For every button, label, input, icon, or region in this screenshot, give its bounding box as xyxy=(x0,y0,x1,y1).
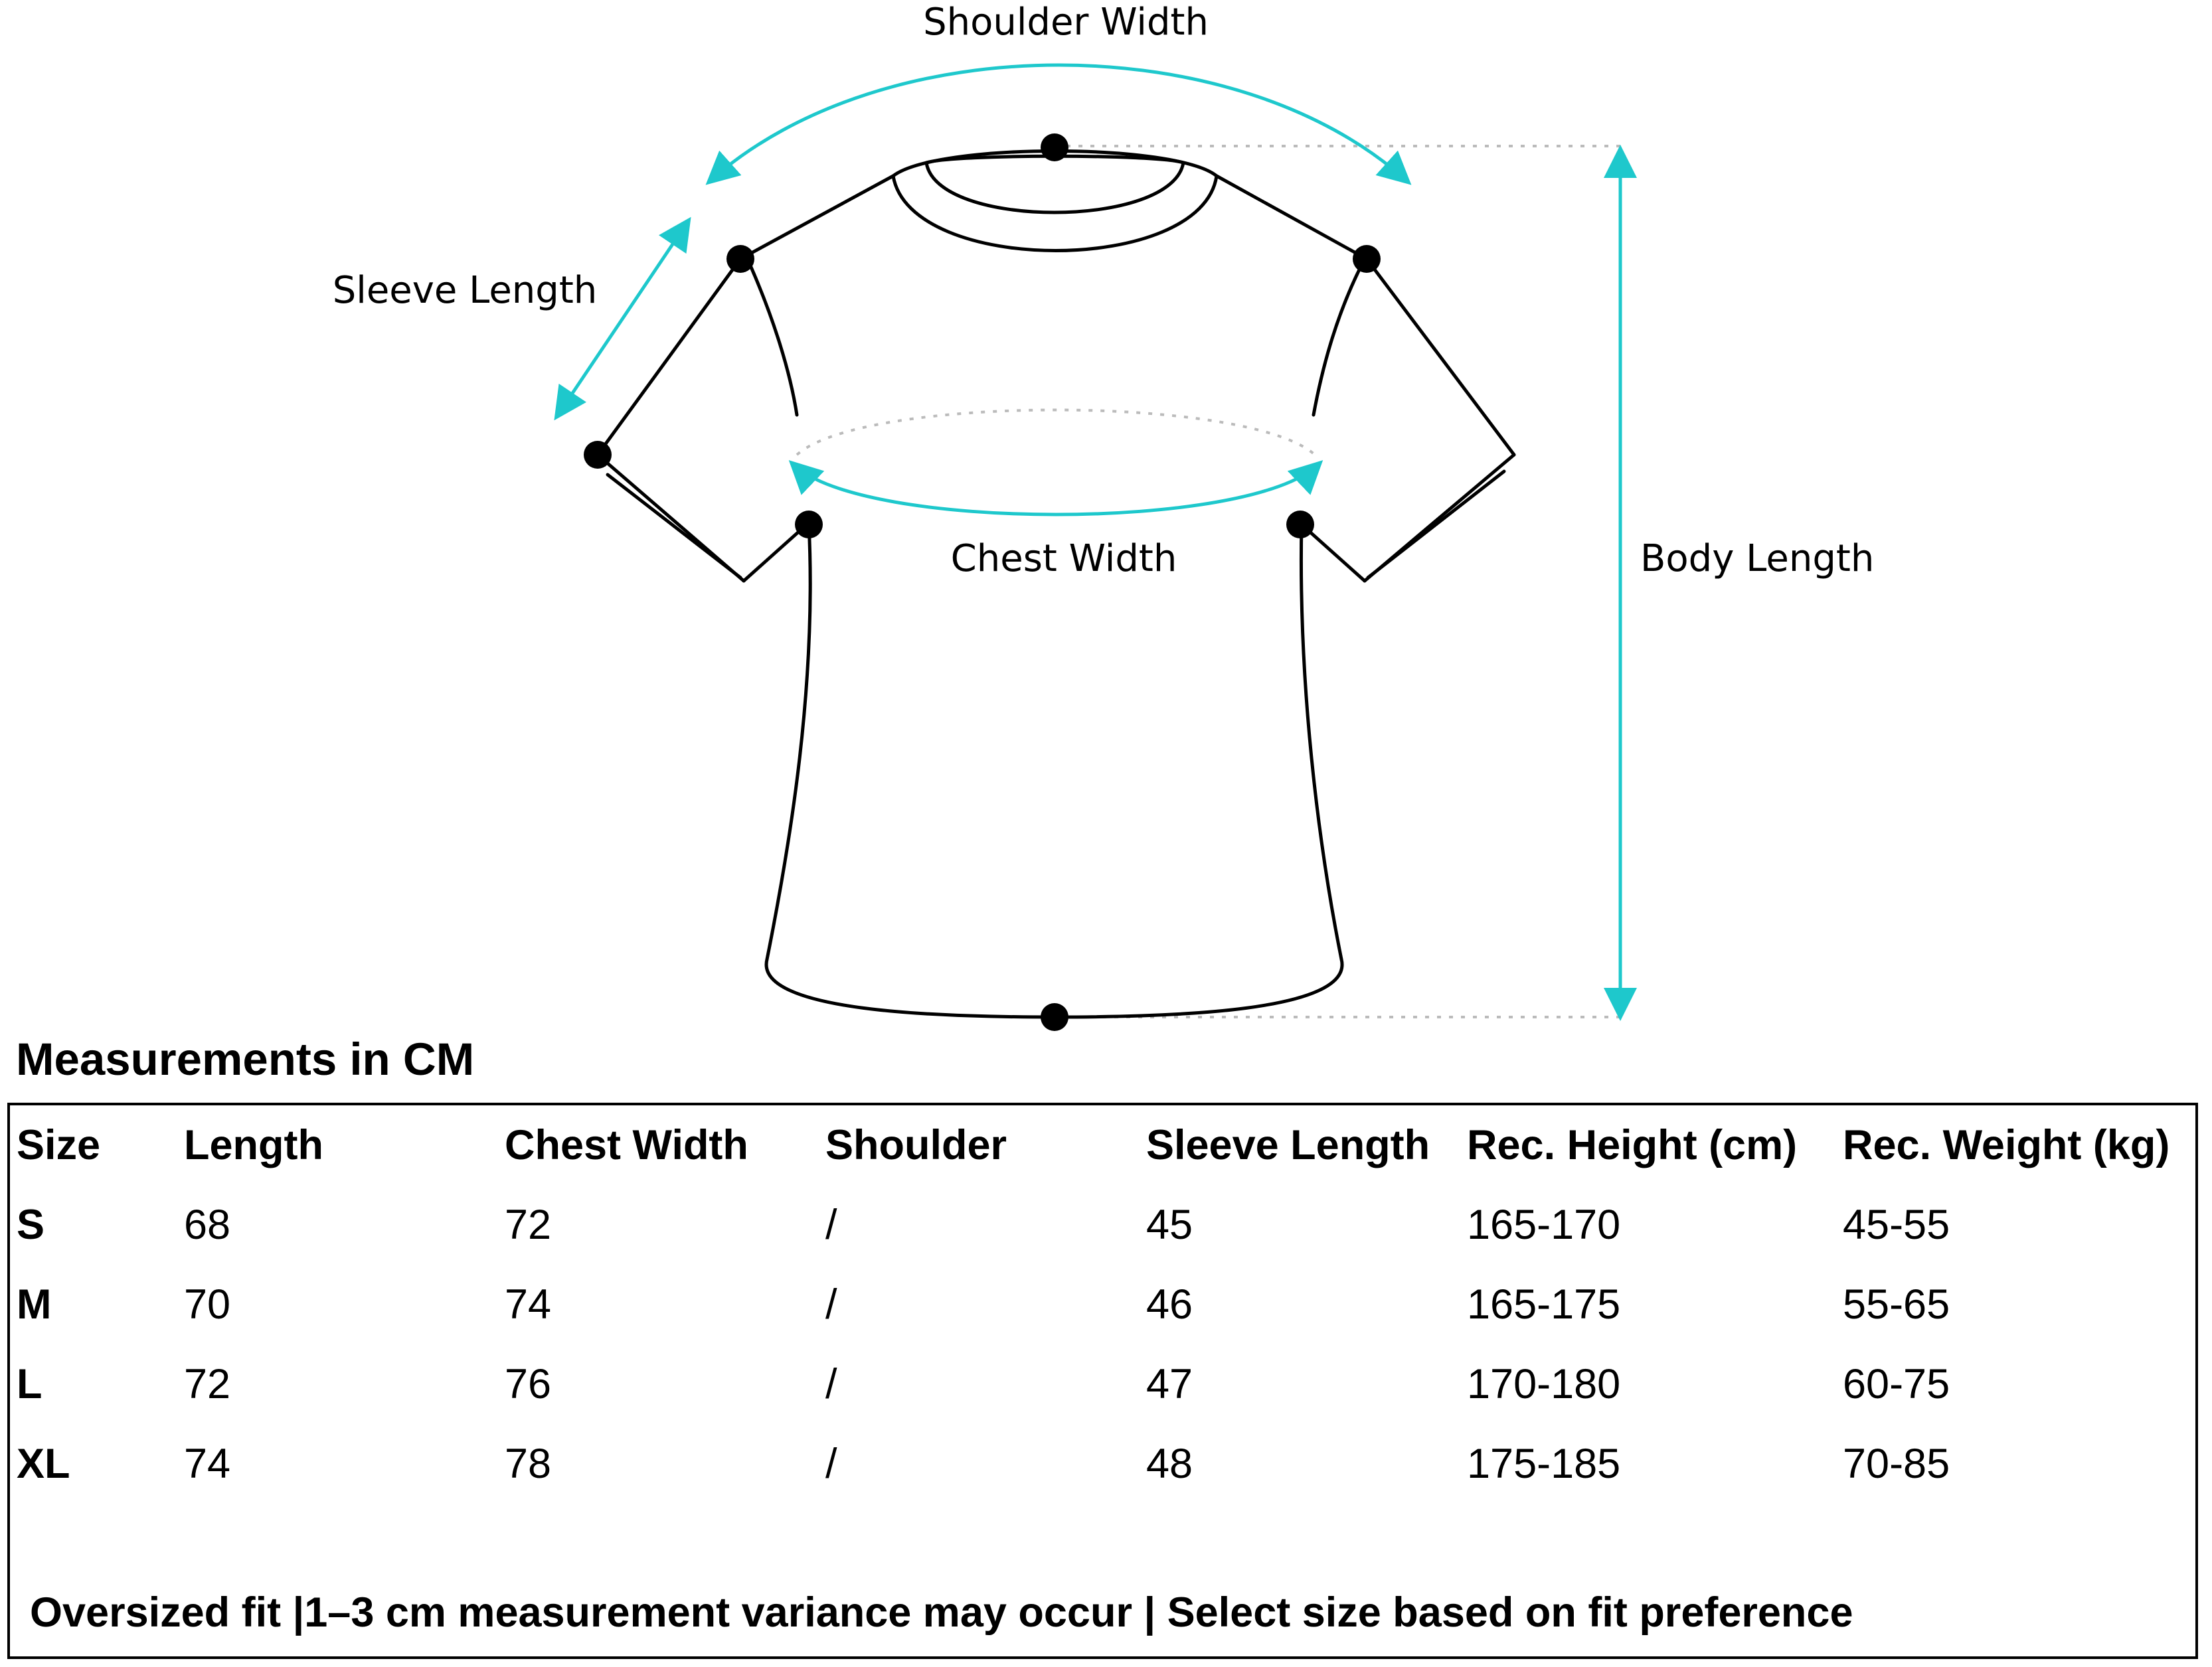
point-collar xyxy=(1041,133,1068,161)
cell-rec-weight: 45-55 xyxy=(1843,1202,1950,1248)
point-left-sleeve xyxy=(584,441,612,469)
cell-length: 68 xyxy=(184,1202,231,1248)
size-chart-table: Size Length Chest Width Shoulder Sleeve … xyxy=(7,1103,2198,1659)
header-rec-height: Rec. Height (cm) xyxy=(1467,1122,1798,1168)
cell-rec-height: 165-175 xyxy=(1467,1281,1621,1328)
point-hem xyxy=(1041,1003,1068,1031)
shoulder-width-label: Shoulder Width xyxy=(923,1,1209,44)
cell-length: 70 xyxy=(184,1281,231,1328)
header-chest-width: Chest Width xyxy=(505,1122,748,1168)
cell-rec-weight: 55-65 xyxy=(1843,1281,1950,1328)
header-size: Size xyxy=(17,1122,101,1168)
cell-sleeve-length: 47 xyxy=(1146,1361,1193,1407)
cell-size: S xyxy=(17,1202,45,1248)
table-footer-note: Oversized fit |1–3 cm measurement varian… xyxy=(30,1589,1853,1636)
table-row: XL 74 78 / 48 175-185 70-85 xyxy=(10,1424,2195,1504)
tshirt-outline xyxy=(596,149,1516,1019)
header-sleeve-length: Sleeve Length xyxy=(1146,1122,1430,1168)
point-right-armpit xyxy=(1286,511,1314,538)
cell-sleeve-length: 48 xyxy=(1146,1441,1193,1487)
header-rec-weight: Rec. Weight (kg) xyxy=(1843,1122,2170,1168)
cell-length: 74 xyxy=(184,1441,231,1487)
cell-chest-width: 78 xyxy=(505,1441,552,1487)
cell-length: 72 xyxy=(184,1361,231,1407)
cell-shoulder: / xyxy=(825,1202,837,1248)
point-left-armpit xyxy=(795,511,823,538)
cell-rec-weight: 70-85 xyxy=(1843,1441,1950,1487)
body-length-label: Body Length xyxy=(1640,537,1874,580)
chest-width-label: Chest Width xyxy=(951,537,1177,580)
cell-chest-width: 72 xyxy=(505,1202,552,1248)
cell-rec-height: 175-185 xyxy=(1467,1441,1621,1487)
point-right-shoulder xyxy=(1353,245,1381,273)
cell-size: L xyxy=(17,1361,43,1407)
tshirt-measurement-diagram: Shoulder Width Sleeve Length Chest Width… xyxy=(333,1,1874,1031)
sleeve-length-arrow xyxy=(554,216,691,421)
measurement-arrows xyxy=(554,63,1637,1021)
table-row: L 72 76 / 47 170-180 60-75 xyxy=(10,1344,2195,1424)
cell-sleeve-length: 46 xyxy=(1146,1281,1193,1328)
guide-lines xyxy=(796,145,1620,1018)
measurements-title: Measurements in CM xyxy=(16,1034,475,1085)
cell-chest-width: 74 xyxy=(505,1281,552,1328)
header-shoulder: Shoulder xyxy=(825,1122,1007,1168)
cell-shoulder: / xyxy=(825,1441,837,1487)
cell-sleeve-length: 45 xyxy=(1146,1202,1193,1248)
cell-shoulder: / xyxy=(825,1361,837,1407)
point-left-shoulder xyxy=(726,245,754,273)
cell-rec-height: 170-180 xyxy=(1467,1361,1621,1407)
sleeve-length-label: Sleeve Length xyxy=(333,269,598,312)
cell-size: XL xyxy=(17,1441,70,1487)
table-row: M 70 74 / 46 165-175 55-65 xyxy=(10,1265,2195,1344)
chest-width-arrow xyxy=(788,460,1323,516)
header-length: Length xyxy=(184,1122,323,1168)
cell-rec-weight: 60-75 xyxy=(1843,1361,1950,1407)
table-header-row: Size Length Chest Width Shoulder Sleeve … xyxy=(10,1105,2195,1185)
cell-size: M xyxy=(17,1281,52,1328)
cell-chest-width: 76 xyxy=(505,1361,552,1407)
cell-shoulder: / xyxy=(825,1281,837,1328)
table-row: S 68 72 / 45 165-170 45-55 xyxy=(10,1185,2195,1265)
measurement-points xyxy=(584,133,1381,1031)
cell-rec-height: 165-170 xyxy=(1467,1202,1621,1248)
shoulder-width-arrow xyxy=(705,63,1412,185)
